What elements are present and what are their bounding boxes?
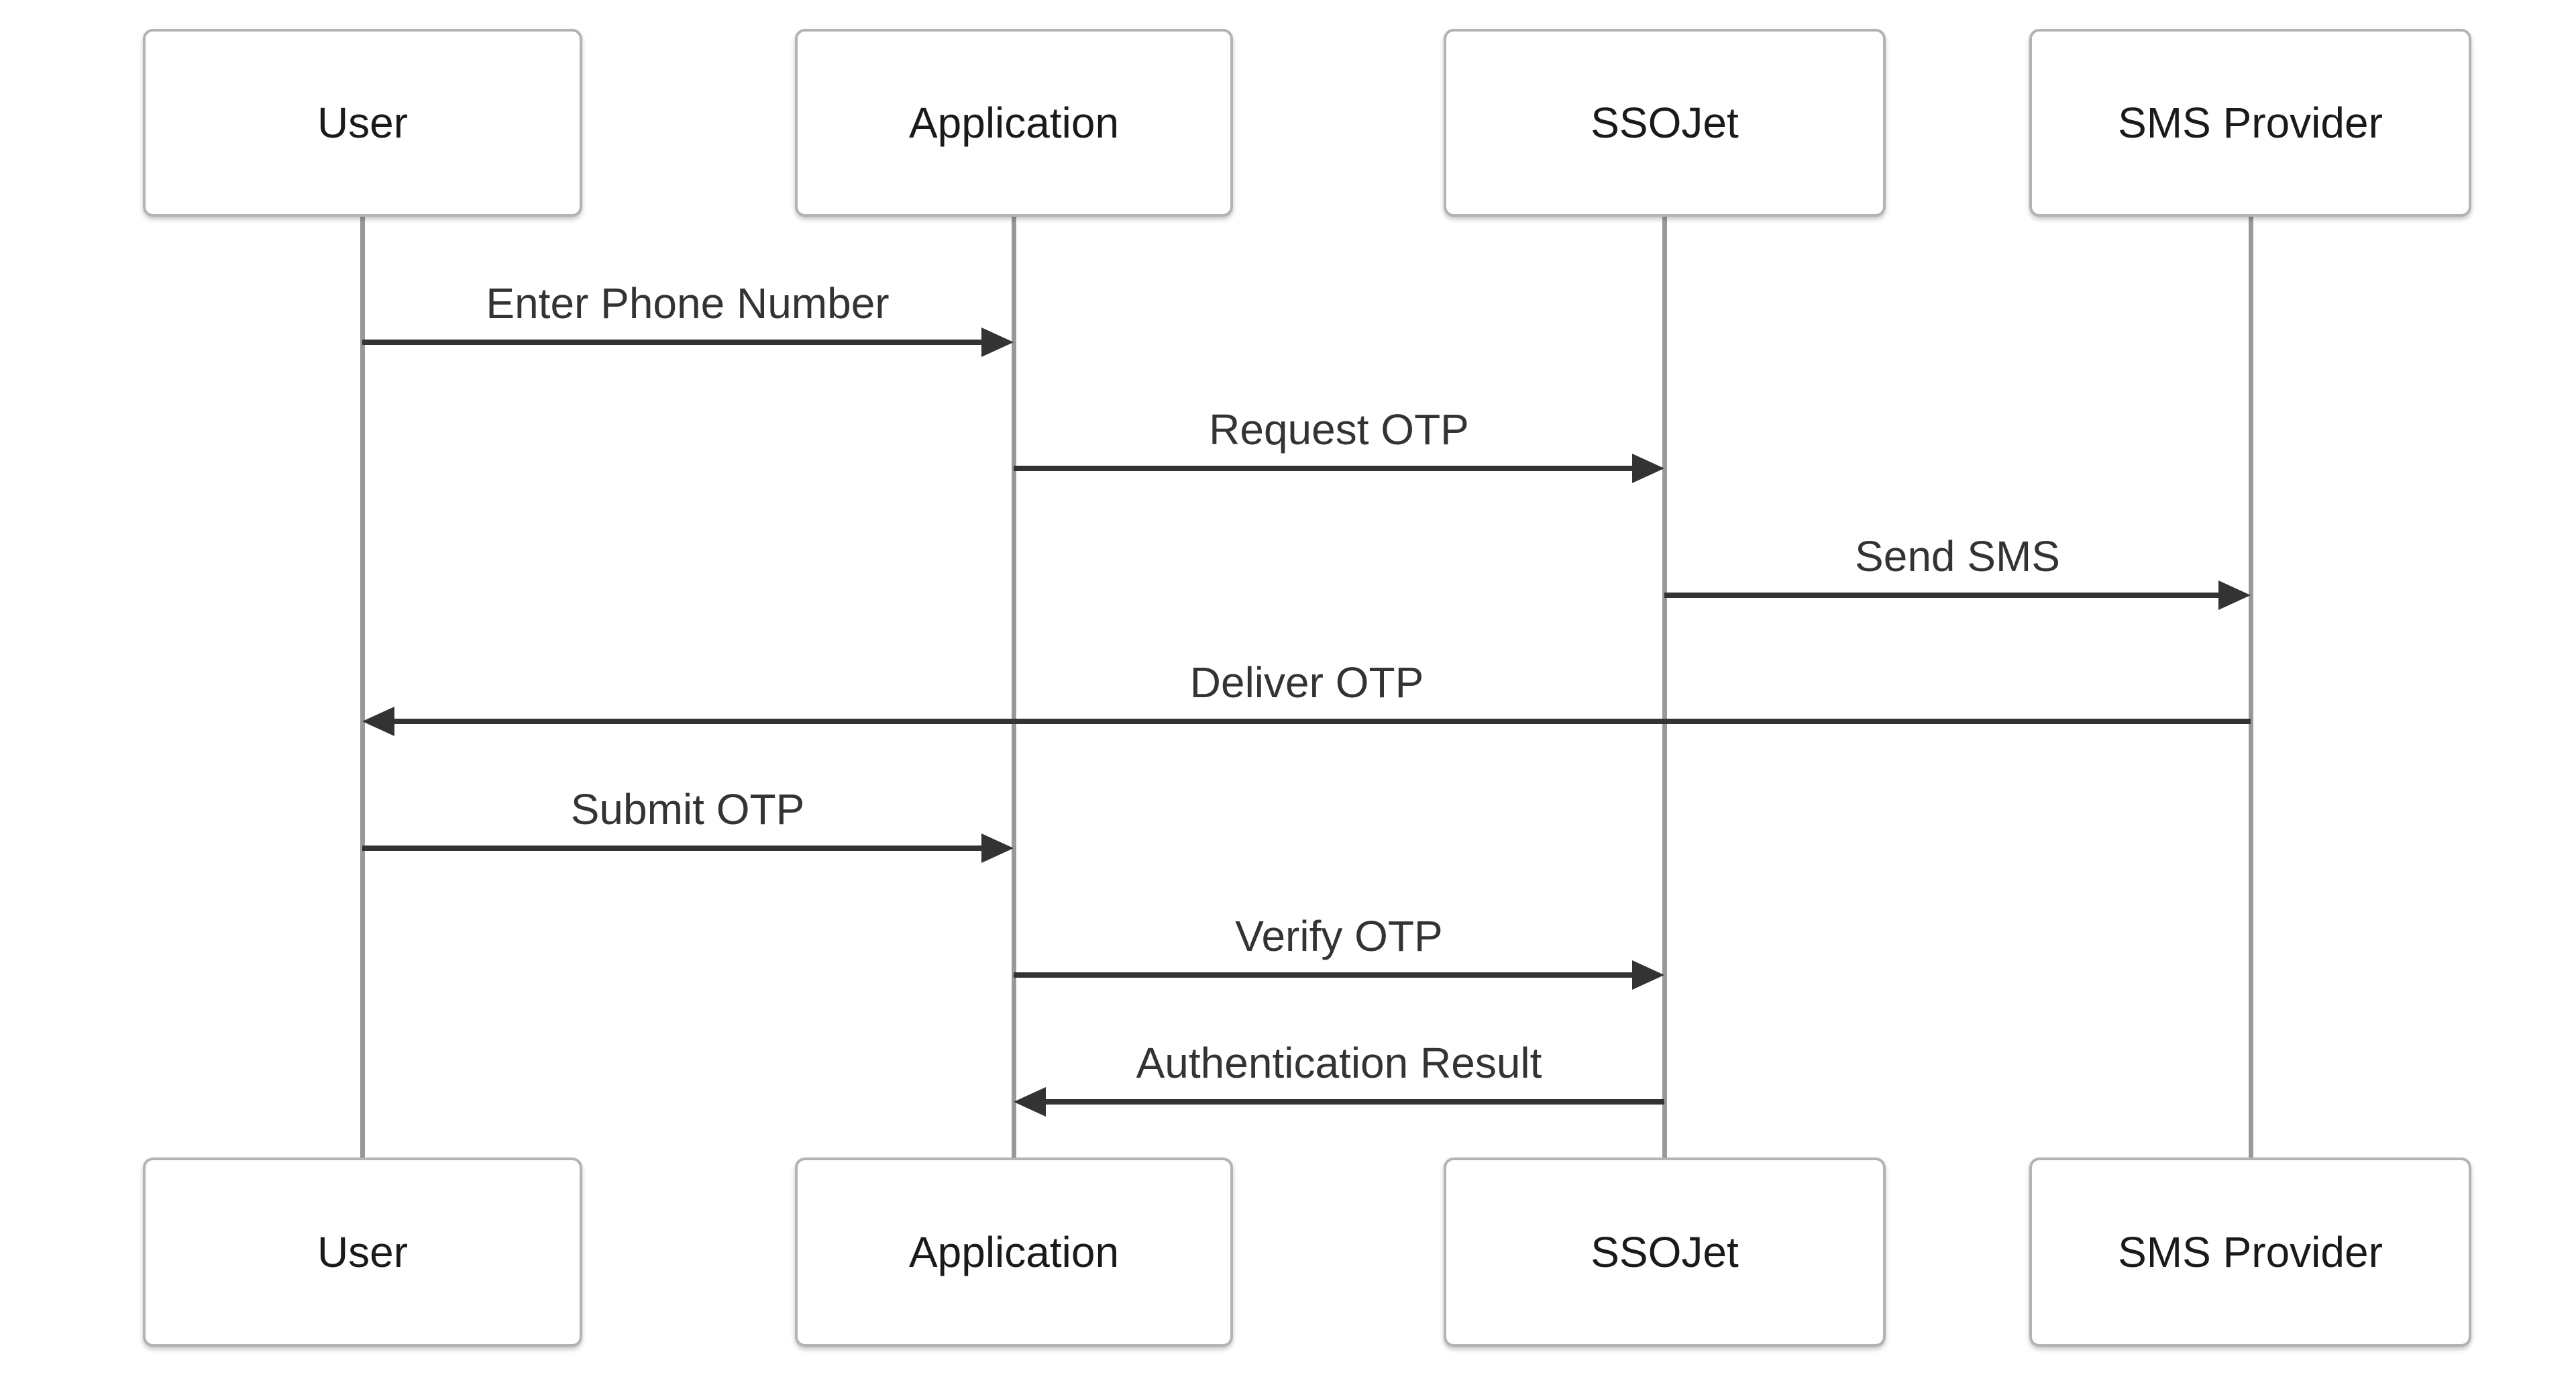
lifeline-user — [360, 215, 365, 1161]
actor-top-ssojet: SSOJet — [1444, 29, 1886, 217]
message-label: Authentication Result — [1136, 1039, 1542, 1087]
message-label: Request OTP — [1209, 405, 1469, 454]
arrowhead-right-icon — [1632, 454, 1664, 483]
arrowhead-left-icon — [362, 707, 394, 736]
message-label: Verify OTP — [1235, 912, 1443, 960]
message-line — [362, 846, 984, 851]
message-line — [1014, 972, 1635, 978]
actor-bottom-application: Application — [795, 1158, 1233, 1347]
message-label: Enter Phone Number — [486, 279, 890, 327]
message-label: Send SMS — [1855, 532, 2060, 580]
message-line — [1043, 1099, 1664, 1105]
message-line — [1664, 593, 2221, 598]
actor-top-application: Application — [795, 29, 1233, 217]
message-label: Submit OTP — [570, 785, 805, 833]
actor-label: SMS Provider — [2118, 1228, 2383, 1276]
arrowhead-left-icon — [1014, 1087, 1046, 1117]
message-line — [362, 340, 984, 345]
message-line — [392, 719, 2251, 724]
lifeline-application — [1012, 215, 1016, 1161]
actor-top-user: User — [143, 29, 582, 217]
arrowhead-right-icon — [1632, 960, 1664, 990]
arrowhead-right-icon — [2218, 580, 2251, 610]
actor-bottom-user: User — [143, 1158, 582, 1347]
actor-label: Application — [908, 1228, 1120, 1276]
actor-label: User — [317, 1228, 409, 1276]
actor-top-sms-provider: SMS Provider — [2029, 29, 2471, 217]
lifeline-ssojet — [1662, 215, 1667, 1161]
lifeline-sms-provider — [2249, 215, 2253, 1161]
actor-label: Application — [908, 99, 1120, 147]
arrowhead-right-icon — [981, 833, 1014, 863]
message-label: Deliver OTP — [1189, 658, 1424, 707]
actor-label: SSOJet — [1591, 1228, 1739, 1276]
arrowhead-right-icon — [981, 327, 1014, 357]
message-line — [1014, 466, 1635, 471]
actor-label: User — [317, 99, 409, 147]
actor-label: SSOJet — [1591, 99, 1739, 147]
actor-label: SMS Provider — [2118, 99, 2383, 147]
actor-bottom-sms-provider: SMS Provider — [2029, 1158, 2471, 1347]
actor-bottom-ssojet: SSOJet — [1444, 1158, 1886, 1347]
